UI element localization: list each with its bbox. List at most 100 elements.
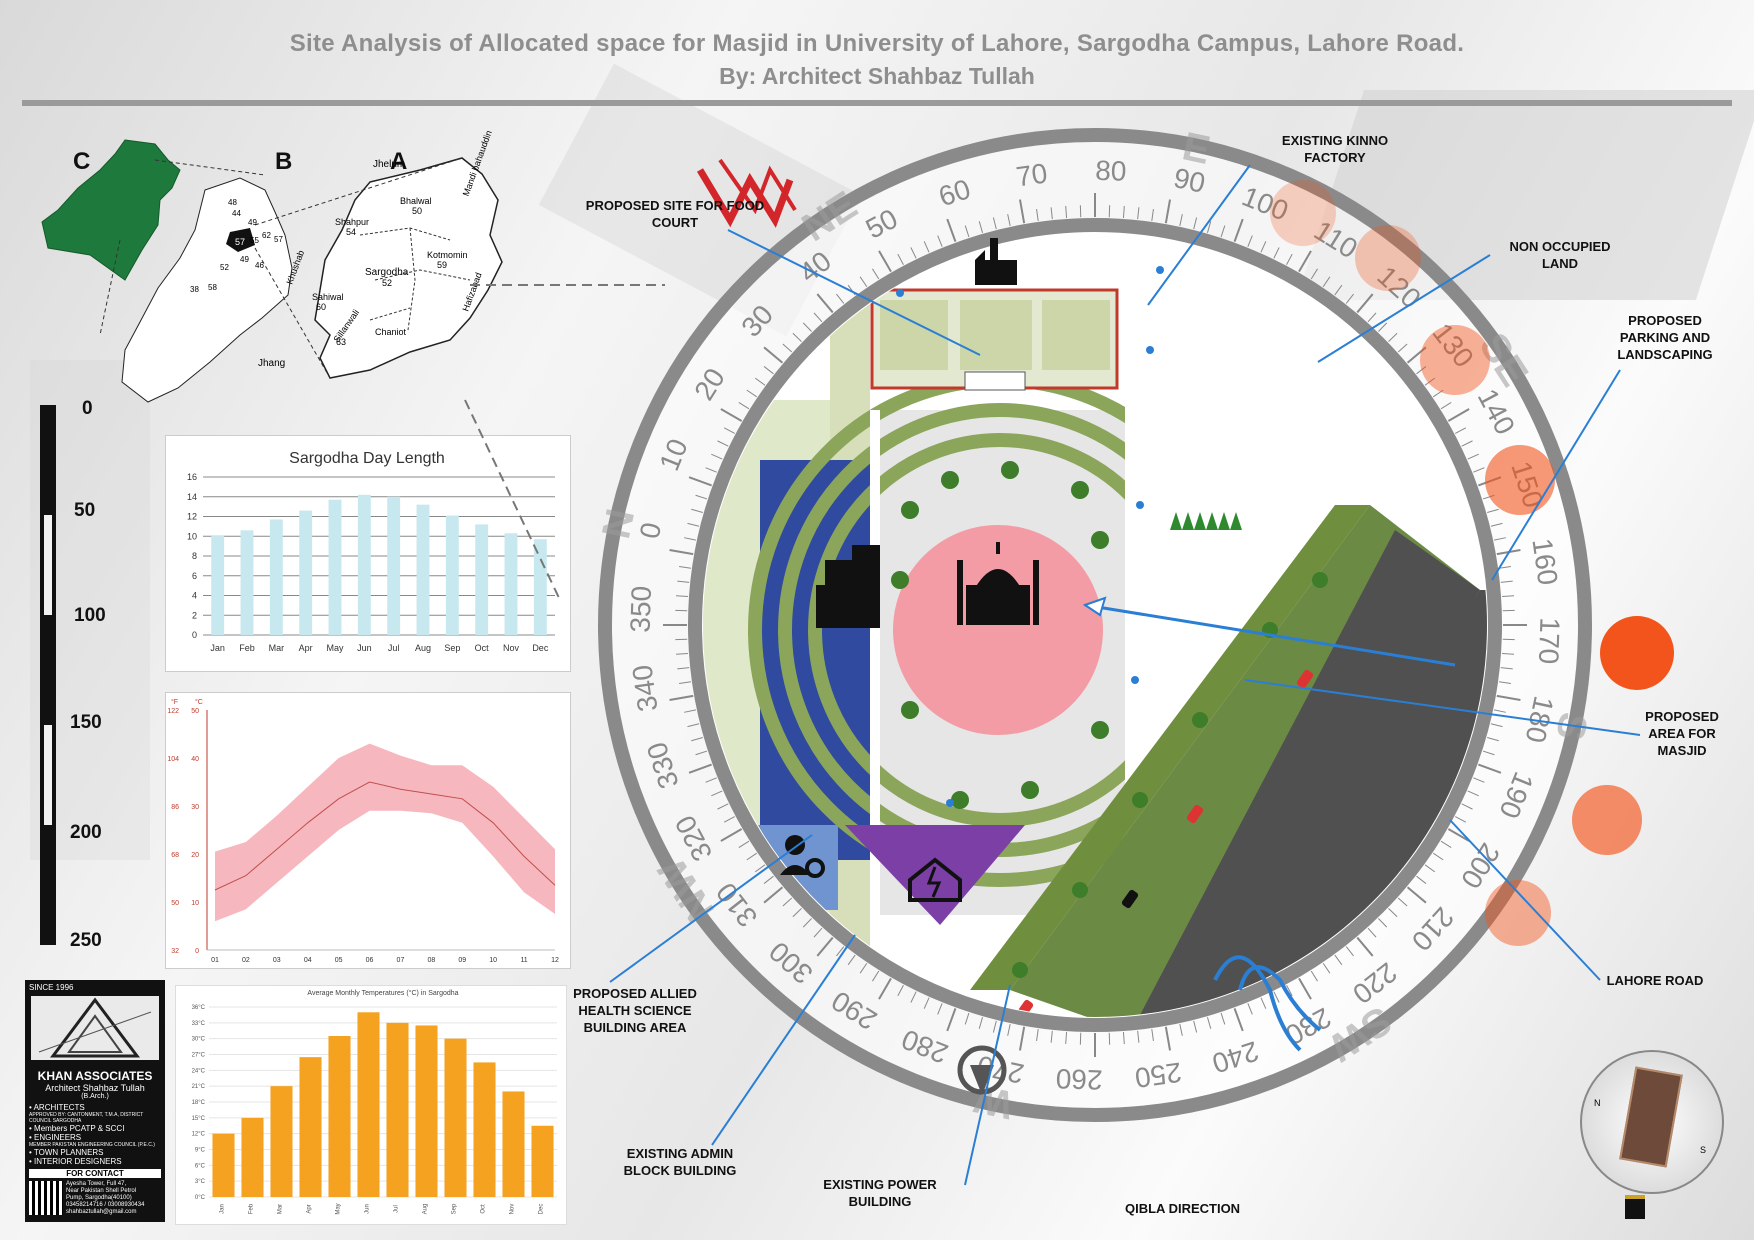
scale-bar-segment	[44, 515, 52, 615]
x-tick-label: Apr	[307, 1204, 313, 1213]
firm-line: • INTERIOR DESIGNERS	[29, 1157, 122, 1166]
power-house-icon	[908, 857, 962, 902]
compass-tick	[1424, 377, 1436, 386]
compass-tick	[1447, 828, 1470, 842]
x-tick-label: 05	[335, 957, 343, 964]
bar	[328, 499, 342, 635]
callout-masjid: PROPOSED AREA FOR MASJID	[1645, 709, 1719, 758]
province-number: 49	[248, 218, 257, 227]
map-letter-b: B	[275, 148, 293, 175]
callout-parking: PROPOSED PARKING AND LANDSCAPING	[1617, 313, 1713, 362]
compass-tick	[946, 1008, 957, 1032]
y-tick-label: 30	[191, 804, 199, 811]
compass-tick	[1487, 736, 1499, 742]
compass-tick	[1378, 322, 1388, 332]
qr-code-icon	[29, 1181, 63, 1215]
compass-tick	[1310, 970, 1318, 982]
x-tick-label: Oct	[481, 1204, 487, 1214]
y-tick-label: 12°C	[192, 1132, 206, 1138]
compass-tick	[1461, 440, 1473, 447]
masjid-area	[893, 525, 1103, 735]
compass-tick	[1498, 681, 1511, 684]
compass-tick	[1478, 763, 1502, 774]
province-number: 62	[262, 231, 271, 240]
compass-tick	[705, 467, 717, 473]
firm-line: • Members PCATP & SCCI	[29, 1124, 125, 1133]
bar	[504, 533, 518, 635]
firm-contact-line: Near Pakistan Shell Petrol	[66, 1188, 137, 1194]
province-number: 49	[240, 255, 249, 264]
compass-tick	[1206, 221, 1212, 233]
compass-tick	[872, 970, 880, 982]
y-tick-label: 14	[187, 492, 197, 502]
compass-degree-label: 260	[1055, 1063, 1103, 1096]
compass-tick	[1498, 566, 1511, 569]
map-letter-c: C	[73, 148, 91, 175]
firm-since: SINCE 1996	[29, 983, 74, 992]
compass-tick	[1206, 1017, 1212, 1029]
y-tick-label: 20	[191, 852, 199, 859]
compass-tick	[792, 332, 802, 342]
unit-label: °F	[171, 698, 178, 706]
callout-allied-health: PROPOSED ALLIED HEALTH SCIENCE BUILDING …	[573, 986, 697, 1035]
compass-tick	[1473, 777, 1485, 783]
district-number: 63	[336, 337, 346, 347]
bar	[211, 535, 225, 635]
compass-tick	[1367, 927, 1377, 938]
x-tick-label: Apr	[299, 643, 313, 653]
compass-tick	[1416, 875, 1427, 884]
compass-tick	[1273, 247, 1280, 259]
y-tick-label: 0°C	[195, 1195, 206, 1201]
province-number: 44	[232, 209, 241, 218]
y-tick-label: 32	[171, 948, 179, 955]
y-tick-label: 0	[195, 948, 199, 955]
compass-tick	[723, 427, 735, 434]
compass-tick	[872, 268, 880, 280]
compass-tick	[669, 694, 694, 702]
x-tick-label: 07	[397, 957, 405, 964]
x-tick-label: Sep	[452, 1203, 458, 1214]
x-tick-label: Jun	[357, 643, 372, 653]
x-tick-label: Jan	[220, 1204, 226, 1214]
compass-tick	[992, 1020, 997, 1033]
compass-tick	[816, 936, 834, 957]
scale-tick: 150	[70, 712, 102, 733]
compass-tick	[717, 440, 729, 447]
compass-tick	[738, 840, 750, 848]
x-tick-label: 08	[427, 957, 435, 964]
x-tick-label: 04	[304, 957, 312, 964]
grass-icon	[1170, 512, 1242, 530]
province-number: 57	[274, 235, 283, 244]
district-number: 59	[437, 260, 447, 270]
compass-tick	[859, 962, 868, 974]
x-tick-label: May	[336, 1203, 342, 1214]
x-tick-label: Sep	[444, 643, 460, 653]
compass-tick	[1137, 207, 1140, 220]
compass-tick	[720, 828, 743, 842]
compass-tick	[1406, 886, 1427, 904]
x-tick-label: Jan	[210, 643, 225, 653]
bar	[445, 515, 459, 635]
compass-tick	[675, 595, 689, 598]
x-tick-label: Feb	[249, 1203, 255, 1214]
scale-bar-segment	[44, 725, 52, 825]
x-tick-label: Jul	[388, 643, 400, 653]
compass-tick	[878, 250, 892, 273]
bar	[357, 1012, 380, 1197]
bar	[475, 524, 489, 635]
compass-tick	[923, 997, 930, 1009]
x-tick-label: Dec	[539, 1204, 545, 1215]
compass-tick	[1467, 790, 1479, 797]
compass-degree-label: 160	[1526, 536, 1563, 587]
sun-position	[1572, 785, 1642, 855]
compass-tick	[1286, 253, 1293, 265]
bar	[473, 1062, 496, 1197]
bar	[444, 1038, 467, 1197]
compass-tick	[978, 1017, 984, 1029]
y-tick-label: 16	[187, 472, 197, 482]
compass-tick	[1220, 1012, 1226, 1025]
compass-tick	[802, 918, 812, 928]
x-tick-label: 02	[242, 957, 250, 964]
sun-position	[1485, 445, 1555, 515]
compass-tick	[1233, 218, 1244, 242]
